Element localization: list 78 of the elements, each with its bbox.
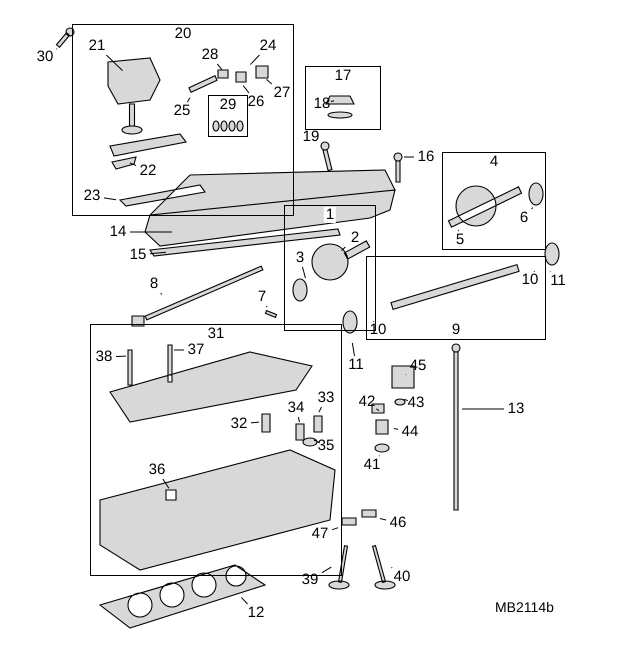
callout-number: 19	[299, 128, 323, 146]
leader-line	[379, 518, 386, 520]
drawing-number: MB2114b	[495, 598, 554, 617]
leader-line	[216, 64, 222, 70]
callout-number: 28	[198, 46, 222, 64]
leader-line	[129, 162, 136, 166]
callout-number: 11	[344, 356, 368, 374]
leader-line	[162, 478, 170, 489]
leader-line	[104, 197, 117, 200]
leader-line	[352, 342, 355, 356]
group-frame	[366, 256, 546, 340]
callout-number: 30	[33, 48, 57, 66]
leader-line	[106, 54, 124, 72]
leader-line	[150, 252, 166, 254]
leader-line	[393, 428, 398, 430]
callout-number: 40	[390, 568, 414, 586]
leader-line	[318, 406, 322, 413]
callout-number: 2	[343, 229, 367, 247]
callout-number: 16	[414, 148, 438, 166]
callout-number: 21	[85, 37, 109, 55]
callout-number: 12	[244, 604, 268, 622]
callout-number: 33	[314, 389, 338, 407]
leader-line	[116, 356, 126, 357]
leader-line	[322, 566, 332, 574]
callout-number: 43	[404, 394, 428, 412]
leader-line	[458, 229, 459, 232]
callout-number: 36	[145, 461, 169, 479]
callout-number: 23	[80, 187, 104, 205]
leader-line	[314, 440, 320, 444]
callout-number: 27	[270, 84, 294, 102]
leader-line	[332, 527, 339, 530]
leader-line	[186, 97, 190, 102]
leader-line	[531, 207, 534, 210]
leader-line	[298, 416, 300, 423]
callout-number: 11	[546, 272, 570, 290]
callout-number: 13	[504, 400, 528, 418]
callout-number: 22	[136, 162, 160, 180]
callout-number: 44	[398, 423, 422, 441]
callout-number: 37	[184, 341, 208, 359]
callout-number: 45	[406, 357, 430, 375]
callout-number: 5	[448, 231, 472, 249]
leader-line	[404, 398, 408, 402]
callout-number: 10	[366, 321, 390, 339]
callout-number: 1	[324, 207, 336, 223]
leader-line	[240, 596, 248, 604]
callout-number: 35	[314, 437, 338, 455]
callout-number: 34	[284, 399, 308, 417]
leader-line	[302, 266, 306, 279]
callout-number: 41	[360, 456, 384, 474]
callout-number: 3	[288, 249, 312, 267]
leader-line	[462, 408, 504, 410]
callout-number: 46	[386, 514, 410, 532]
callout-number: 47	[308, 525, 332, 543]
leader-line	[250, 422, 260, 424]
callout-number: 8	[142, 275, 166, 293]
leader-line	[376, 408, 380, 412]
callout-number: 15	[126, 246, 150, 264]
leader-line	[340, 246, 346, 252]
leader-line	[266, 78, 272, 84]
callout-number: 10	[518, 271, 542, 289]
group-frame	[305, 66, 381, 130]
callout-number: 24	[256, 37, 280, 55]
leader-line	[242, 85, 250, 94]
group-frame	[208, 95, 248, 137]
callout-number: 14	[106, 223, 130, 241]
leader-line	[266, 306, 268, 308]
callout-number: 26	[244, 93, 268, 111]
callout-number: 6	[512, 209, 536, 227]
callout-number: 25	[170, 102, 194, 120]
callout-number: 42	[355, 393, 379, 411]
callout-number: 32	[227, 415, 251, 433]
group-frame	[442, 152, 546, 250]
group-frame	[72, 24, 294, 216]
callout-number: 38	[92, 348, 116, 366]
leader-line	[404, 156, 414, 158]
leader-line	[330, 100, 334, 102]
leader-line	[250, 54, 260, 66]
callout-number: 7	[250, 288, 274, 306]
